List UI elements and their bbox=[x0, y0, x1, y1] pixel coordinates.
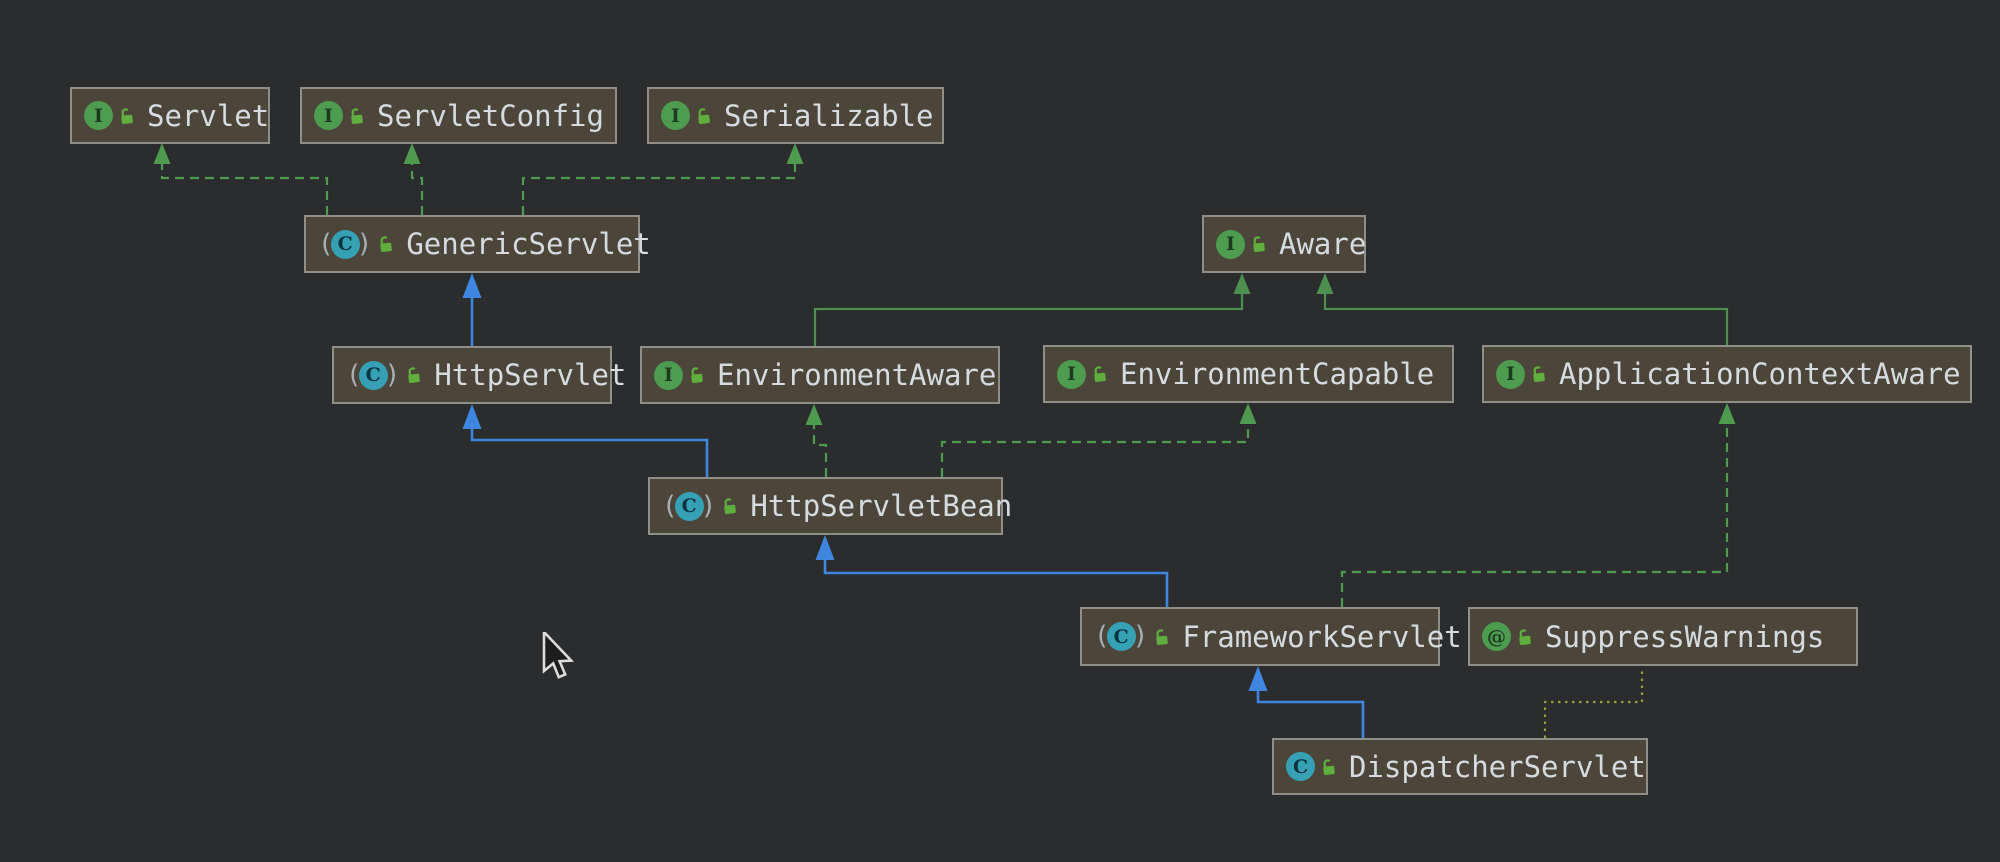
node-label: ApplicationContextAware bbox=[1559, 357, 1961, 391]
abstract-class-icon-glyph: C bbox=[1106, 622, 1136, 651]
node-label: DispatcherServlet bbox=[1349, 749, 1646, 784]
node-suppress_warnings[interactable]: @ SuppressWarnings bbox=[1468, 607, 1858, 666]
arrowhead-http_servlet-extends-generic_servlet bbox=[462, 273, 482, 298]
open-lock-icon bbox=[1320, 758, 1337, 776]
interface-icon-glyph: I bbox=[84, 101, 113, 130]
edge-environment_aware-extends-aware bbox=[813, 292, 1244, 346]
interface-icon-glyph: I bbox=[661, 101, 690, 130]
node-servlet_config[interactable]: I ServletConfig bbox=[300, 87, 617, 144]
edge-http_servlet_bean-implements-environment_aware bbox=[812, 423, 828, 477]
abstract-class-icon: (C) bbox=[1094, 622, 1170, 651]
node-generic_servlet[interactable]: (C) GenericServlet bbox=[304, 215, 651, 273]
open-lock-icon bbox=[695, 107, 712, 125]
interface-icon: I bbox=[661, 101, 712, 130]
abstract-class-icon: (C) bbox=[662, 491, 738, 521]
node-environment_aware[interactable]: I EnvironmentAware bbox=[640, 346, 1000, 404]
edge-application_context_aware-extends-aware bbox=[1323, 292, 1729, 345]
interface-icon: I bbox=[84, 101, 135, 130]
open-lock-icon bbox=[1250, 235, 1267, 253]
arrowhead-application_context_aware-extends-aware bbox=[1316, 273, 1334, 294]
node-servlet[interactable]: I Servlet bbox=[70, 87, 270, 144]
node-label: EnvironmentCapable bbox=[1120, 357, 1435, 391]
open-lock-icon bbox=[1516, 628, 1533, 646]
open-lock-icon bbox=[1091, 365, 1108, 383]
arrowhead-http_servlet_bean-implements-environment_aware bbox=[805, 404, 823, 425]
interface-icon-glyph: I bbox=[1216, 229, 1245, 259]
interface-icon: I bbox=[314, 101, 365, 130]
node-http_servlet_bean[interactable]: (C) HttpServletBean bbox=[648, 477, 1012, 535]
annotation-icon-glyph: @ bbox=[1482, 622, 1511, 651]
mouse-cursor-icon bbox=[542, 632, 575, 679]
arrowhead-environment_aware-extends-aware bbox=[1233, 273, 1251, 294]
edge-generic_servlet-implements-serializable bbox=[521, 162, 797, 215]
node-label: HttpServlet bbox=[434, 358, 627, 392]
open-lock-icon bbox=[688, 366, 705, 384]
node-label: HttpServletBean bbox=[750, 489, 1013, 523]
open-lock-icon bbox=[1530, 365, 1547, 383]
edge-generic_servlet-implements-servlet_config bbox=[410, 162, 424, 215]
node-label: Serializable bbox=[724, 98, 934, 133]
arrowhead-generic_servlet-implements-servlet bbox=[153, 143, 171, 164]
abstract-class-icon: (C) bbox=[318, 229, 394, 259]
arrowhead-http_servlet_bean-extends-http_servlet bbox=[462, 404, 482, 429]
annotation-icon: @ bbox=[1482, 622, 1533, 651]
abstract-class-icon: (C) bbox=[346, 360, 422, 390]
node-label: GenericServlet bbox=[406, 227, 651, 261]
class-icon-glyph: C bbox=[1286, 752, 1315, 781]
open-lock-icon bbox=[377, 235, 394, 253]
node-application_context_aware[interactable]: I ApplicationContextAware bbox=[1482, 345, 1972, 403]
arrowhead-dispatcher_servlet-extends-framework_servlet bbox=[1248, 666, 1268, 691]
node-framework_servlet[interactable]: (C) FrameworkServlet bbox=[1080, 607, 1462, 666]
abstract-class-icon-glyph: C bbox=[358, 360, 388, 390]
interface-icon: I bbox=[1216, 229, 1267, 259]
arrowhead-generic_servlet-implements-servlet_config bbox=[403, 143, 421, 164]
edge-http_servlet_bean-implements-environment_capable bbox=[940, 422, 1250, 477]
interface-icon: I bbox=[654, 360, 705, 390]
node-dispatcher_servlet[interactable]: C DispatcherServlet bbox=[1272, 738, 1648, 795]
arrowhead-framework_servlet-implements-application_context_aware bbox=[1718, 403, 1736, 424]
interface-icon-glyph: I bbox=[654, 360, 683, 390]
node-label: Servlet bbox=[147, 98, 270, 133]
edge-framework_servlet-extends-http_servlet_bean bbox=[823, 558, 1169, 607]
abstract-class-icon-glyph: C bbox=[674, 491, 704, 521]
open-lock-icon bbox=[348, 107, 365, 125]
interface-icon: I bbox=[1057, 359, 1108, 389]
interface-icon-glyph: I bbox=[1496, 359, 1525, 389]
node-aware[interactable]: I Aware bbox=[1202, 215, 1366, 273]
open-lock-icon bbox=[721, 497, 738, 515]
node-label: FrameworkServlet bbox=[1182, 619, 1462, 654]
node-label: EnvironmentAware bbox=[717, 358, 997, 392]
interface-icon: I bbox=[1496, 359, 1547, 389]
edge-framework_servlet-implements-application_context_aware bbox=[1340, 422, 1729, 607]
open-lock-icon bbox=[118, 107, 135, 125]
interface-icon-glyph: I bbox=[314, 101, 343, 130]
edge-http_servlet_bean-extends-http_servlet bbox=[470, 427, 709, 477]
arrowhead-http_servlet_bean-implements-environment_capable bbox=[1239, 403, 1257, 424]
edge-generic_servlet-implements-servlet bbox=[160, 162, 329, 215]
arrowhead-generic_servlet-implements-serializable bbox=[786, 143, 804, 164]
abstract-class-icon-glyph: C bbox=[330, 229, 360, 259]
class-icon: C bbox=[1286, 752, 1337, 781]
interface-icon-glyph: I bbox=[1057, 359, 1086, 389]
edge-dispatcher_servlet-annotated-suppress_warnings bbox=[1543, 667, 1644, 738]
open-lock-icon bbox=[405, 366, 422, 384]
edge-dispatcher_servlet-extends-framework_servlet bbox=[1256, 689, 1365, 738]
node-serializable[interactable]: I Serializable bbox=[647, 87, 944, 144]
node-http_servlet[interactable]: (C) HttpServlet bbox=[332, 346, 626, 404]
node-label: Aware bbox=[1279, 227, 1367, 261]
node-label: ServletConfig bbox=[377, 98, 604, 133]
open-lock-icon bbox=[1153, 628, 1170, 646]
node-environment_capable[interactable]: I EnvironmentCapable bbox=[1043, 345, 1454, 403]
node-label: SuppressWarnings bbox=[1545, 619, 1825, 654]
arrowhead-framework_servlet-extends-http_servlet_bean bbox=[815, 535, 835, 560]
